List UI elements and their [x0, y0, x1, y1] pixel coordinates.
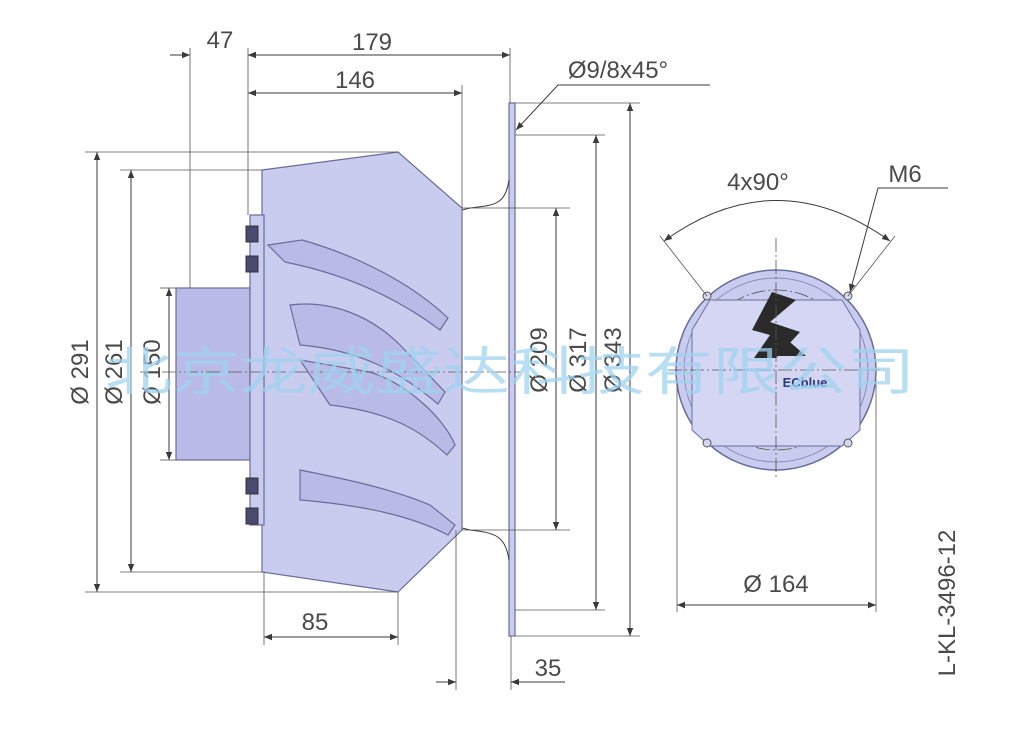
motor-housing: [175, 287, 251, 461]
dim-85: 85: [302, 609, 329, 636]
dim-d209: Ø 209: [526, 327, 553, 392]
motor-flange: [249, 214, 265, 526]
dim-chamfer: Ø9/8x45°: [568, 57, 668, 84]
bolt: [245, 225, 259, 243]
ecblue-logo-text: ECblue: [783, 375, 828, 390]
dim-thread: M6: [888, 161, 921, 188]
bolt: [245, 255, 259, 273]
dim-d150: Ø 150: [139, 339, 166, 404]
mounting-hole: [702, 438, 712, 448]
side-view: [85, 48, 710, 690]
dim-d261: Ø 261: [101, 339, 128, 404]
front-view: ECblue: [659, 187, 948, 612]
dim-holes: 4x90°: [727, 169, 789, 196]
impeller-blade: [266, 239, 449, 331]
impeller-blade: [298, 359, 456, 456]
impeller-blade: [289, 303, 446, 405]
inlet-nozzle-top: [461, 179, 510, 211]
dim-d317: Ø 317: [565, 327, 592, 392]
drawing-code: L-KL-3496-12: [934, 530, 961, 677]
bolt: [245, 477, 259, 495]
inlet-nozzle-bottom: [461, 527, 510, 561]
bolt: [245, 507, 259, 525]
mounting-plate: [508, 102, 516, 637]
dim-146: 146: [335, 67, 375, 94]
ecblue-logo-triangle: [776, 330, 806, 356]
impeller-blade: [299, 469, 456, 536]
dim-179: 179: [352, 29, 392, 56]
dim-35: 35: [535, 655, 562, 682]
dim-47: 47: [207, 27, 234, 54]
mounting-hole: [843, 438, 853, 448]
dim-d291: Ø 291: [67, 339, 94, 404]
dim-d164: Ø 164: [743, 571, 808, 598]
dim-d343: Ø 343: [600, 327, 627, 392]
watermark-text: 北京龙威盛达科技有限公司: [105, 343, 915, 403]
